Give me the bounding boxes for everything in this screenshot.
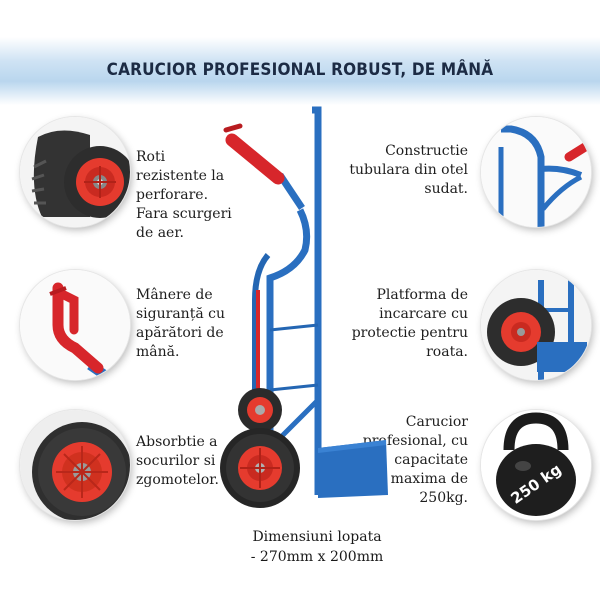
feature-line: siguranță cu xyxy=(136,306,225,322)
wheel-circle xyxy=(20,410,130,520)
rear-wheel xyxy=(238,388,282,432)
wheel-guard-icon xyxy=(481,270,591,380)
feature-line: de aer. xyxy=(136,225,184,241)
steel-tube-icon xyxy=(481,117,591,227)
load-platform xyxy=(318,440,388,498)
red-handle-icon xyxy=(20,270,130,380)
feature-line: Mânere de xyxy=(136,287,213,303)
feature-puncture-proof-wheels: Roti rezistente la perforare. Fara scurg… xyxy=(136,148,232,243)
feature-line: Platforma de xyxy=(376,287,469,303)
wheel-guard-circle xyxy=(481,270,591,380)
feature-line: zgomotelor. xyxy=(136,472,219,488)
front-wheel xyxy=(220,428,300,508)
feature-line: sudat. xyxy=(424,181,468,197)
feature-line: profesional, cu xyxy=(362,433,468,449)
feature-line: tubulara din otel xyxy=(349,162,468,178)
dimensions-label: Dimensiuni lopata xyxy=(252,529,382,545)
feature-welded-steel: Constructie tubulara din otel sudat. xyxy=(349,142,468,199)
wheel-tread-icon xyxy=(20,117,130,227)
feature-line: socurilor si xyxy=(136,453,216,469)
kettlebell-icon: 250 kg xyxy=(481,410,591,520)
feature-line: Roti xyxy=(136,149,166,165)
wheel-tread-circle xyxy=(20,117,130,227)
handle-circle xyxy=(20,270,130,380)
feature-line: rezistente la xyxy=(136,168,225,184)
feature-line: Carucior xyxy=(405,414,468,430)
feature-line: Constructie xyxy=(385,143,468,159)
feature-line: 250kg. xyxy=(419,490,468,506)
feature-line: Absorbtie a xyxy=(136,434,218,450)
feature-loading-platform: Platforma de incarcare cu protectie pent… xyxy=(352,286,468,362)
page-title: CARUCIOR PROFESIONAL ROBUST, DE MÂNĂ xyxy=(106,60,494,80)
title-banner xyxy=(0,37,600,105)
feature-line: incarcare cu xyxy=(379,306,468,322)
handle-grip xyxy=(225,133,285,185)
feature-line: apărători de xyxy=(136,325,224,341)
feature-max-capacity: Carucior profesional, cu capacitate maxi… xyxy=(363,413,468,508)
feature-line: perforare. xyxy=(136,187,209,203)
feature-line: maxima de xyxy=(390,471,468,487)
dimensions-value: - 270mm x 200mm xyxy=(250,549,384,565)
kettlebell-circle: 250 kg xyxy=(481,410,591,520)
shovel-dimensions: Dimensiuni lopata - 270mm x 200mm xyxy=(232,527,402,567)
feature-shock-absorption: Absorbtie a socurilor si zgomotelor. xyxy=(136,433,219,490)
feature-line: capacitate xyxy=(394,452,468,468)
hand-truck-illustration xyxy=(220,106,388,508)
feature-line: roata. xyxy=(426,344,468,360)
feature-line: mână. xyxy=(136,344,180,360)
feature-line: Fara scurgeri xyxy=(136,206,232,222)
wheel-icon xyxy=(20,410,130,520)
feature-safety-handles: Mânere de siguranță cu apărători de mână… xyxy=(136,286,225,362)
feature-line: protectie pentru xyxy=(351,325,468,341)
steel-tube-circle xyxy=(481,117,591,227)
